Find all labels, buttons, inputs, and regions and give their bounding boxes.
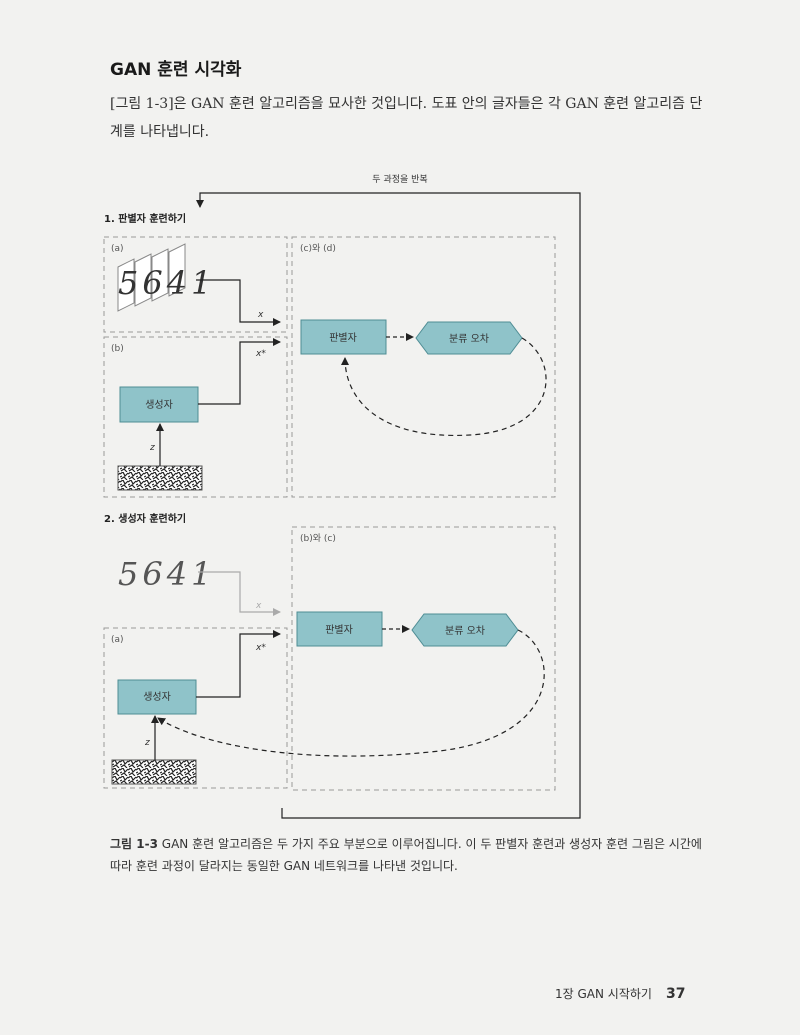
discriminator-label-1: 판별자 bbox=[329, 332, 357, 344]
fake-sample-arrow-1 bbox=[198, 338, 281, 405]
z-label-1: z bbox=[149, 443, 155, 453]
discriminator-label-2: 판별자 bbox=[325, 624, 353, 636]
discriminator-box-2 bbox=[296, 611, 383, 647]
error-label-1: 분류 오차 bbox=[449, 333, 489, 345]
section1-title: 1. 판별자 훈련하기 bbox=[104, 212, 186, 225]
real-digits: 5641 bbox=[118, 264, 215, 302]
section-heading: GAN 훈련 시각화 bbox=[110, 60, 242, 80]
generator-label-2: 생성자 bbox=[143, 691, 171, 703]
section-discriminator-training: 1. 판별자 훈련하기 (a) 5641 x (b) 생성자 z x bbox=[103, 212, 556, 498]
box-cd bbox=[291, 236, 556, 498]
xstar-label-1: x* bbox=[255, 349, 266, 359]
box-a bbox=[103, 236, 288, 333]
xstar-label-2: x* bbox=[255, 643, 266, 653]
fake-sample-arrow-2 bbox=[196, 630, 281, 698]
footer-chapter: 1장 GAN 시작하기 bbox=[555, 987, 652, 1001]
real-digit-cards: 5641 bbox=[117, 243, 215, 312]
box-a-2-label: (a) bbox=[111, 635, 124, 645]
box-a-2 bbox=[103, 627, 288, 789]
figure-caption: 그림 1-3 GAN 훈련 알고리즘은 두 가지 주요 부분으로 이루어집니다.… bbox=[110, 833, 710, 877]
repeat-label: 두 과정을 반복 bbox=[372, 174, 427, 185]
repeat-arrow bbox=[196, 192, 581, 819]
error-hexagon-1 bbox=[415, 321, 523, 355]
real-sample-arrow bbox=[196, 279, 281, 326]
page-number: 37 bbox=[665, 986, 686, 1002]
section-generator-training: 2. 생성자 훈련하기 5641 x (a) 생성자 z x* (b)와 (c)… bbox=[103, 512, 556, 791]
error-label-2: 분류 오차 bbox=[445, 625, 485, 637]
box-a-label: (a) bbox=[111, 244, 124, 254]
generator-box-2 bbox=[117, 679, 197, 715]
x-label-1: x bbox=[257, 310, 264, 320]
z-label-2: z bbox=[144, 738, 150, 748]
backprop-arrow-2 bbox=[157, 629, 545, 757]
x-label-2: x bbox=[255, 601, 262, 611]
real-digits-2: 5641 bbox=[118, 555, 215, 593]
backprop-arrow-1 bbox=[341, 337, 547, 436]
box-bc bbox=[291, 526, 556, 791]
noise-input-1 bbox=[117, 465, 203, 491]
intro-paragraph: [그림 1-3]은 GAN 훈련 알고리즘을 묘사한 것입니다. 도표 안의 글… bbox=[110, 96, 703, 140]
box-b-label: (b) bbox=[111, 344, 124, 354]
box-cd-label: (c)와 (d) bbox=[300, 242, 336, 254]
section2-title: 2. 생성자 훈련하기 bbox=[104, 512, 186, 525]
error-hexagon-2 bbox=[411, 613, 519, 647]
box-b bbox=[103, 336, 288, 498]
generator-box-1 bbox=[119, 386, 199, 423]
caption-text: GAN 훈련 알고리즘은 두 가지 주요 부분으로 이루어집니다. 이 두 판별… bbox=[110, 837, 702, 873]
box-bc-label: (b)와 (c) bbox=[300, 532, 336, 544]
generator-label-1: 생성자 bbox=[145, 399, 173, 411]
real-sample-arrow-faded bbox=[198, 571, 281, 616]
noise-input-2 bbox=[111, 759, 197, 785]
discriminator-box-1 bbox=[300, 319, 387, 355]
page-footer: 1장 GAN 시작하기 37 bbox=[555, 985, 685, 1002]
repeat-loop: 두 과정을 반복 bbox=[196, 174, 581, 819]
caption-label: 그림 1-3 bbox=[110, 837, 158, 851]
